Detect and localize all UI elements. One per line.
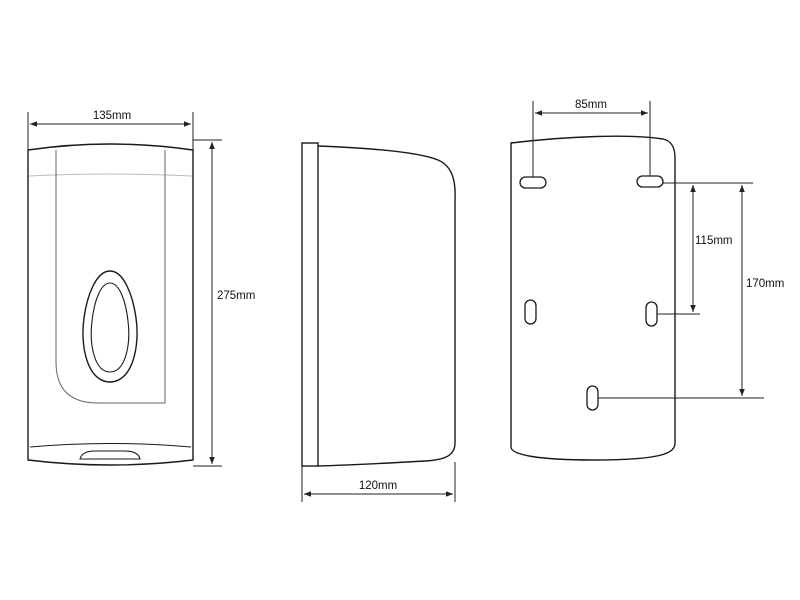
front-view-bottom-strip [29, 443, 192, 448]
front-width-label: 135mm [93, 110, 131, 122]
back-view-body-outline [510, 135, 676, 461]
side-view-back-plate [301, 142, 319, 467]
mounting-hole-middle-left [524, 299, 537, 325]
side-view: 120mm [301, 142, 456, 502]
front-height-label: 275mm [217, 290, 255, 302]
drop-window-outer [82, 270, 138, 383]
back-view: 85mm 115mm 170mm [510, 99, 784, 461]
side-view-body-profile [317, 145, 456, 467]
front-view-push-button [79, 450, 141, 460]
back-170-label: 170mm [746, 278, 784, 290]
front-view-body-outline [27, 143, 194, 466]
front-view-window-panel [55, 150, 166, 404]
drop-window-inner [90, 282, 130, 373]
mounting-hole-lower-center [586, 385, 599, 411]
front-view: 135mm 275mm [27, 110, 255, 467]
back-115-label: 115mm [695, 235, 733, 247]
mounting-hole-upper-right [636, 175, 664, 188]
mounting-hole-upper-left [519, 176, 547, 189]
back-spacing-label: 85mm [575, 99, 607, 111]
mounting-hole-middle-right [645, 301, 658, 327]
side-depth-label: 120mm [359, 480, 397, 492]
front-view-top-line [28, 173, 193, 177]
